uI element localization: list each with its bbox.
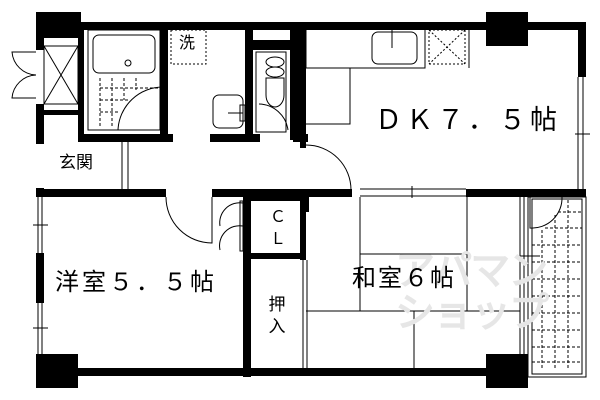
room-label-japanese-room: 和室６帖	[352, 264, 456, 292]
watermark: アパマン ショップ	[395, 248, 549, 336]
room-label-western-room: 洋室５．５帖	[55, 268, 217, 296]
room-label-oshiire: 押 入	[266, 294, 288, 338]
room-label-dk: ＤＫ７．５帖	[375, 105, 561, 136]
closet-label-line-1: Ｃ	[269, 207, 286, 226]
room-label-entrance: 玄関	[59, 153, 93, 173]
room-label-closet: Ｃ Ｌ	[268, 206, 288, 250]
oshiire-label-line-2: 入	[268, 317, 286, 337]
watermark-line-1: アパマン	[395, 248, 548, 294]
walls	[36, 12, 586, 388]
oshiire-label-line-1: 押	[268, 295, 286, 315]
room-label-washing: 洗	[179, 33, 196, 52]
fixtures	[11, 29, 590, 378]
closet-label-line-2: Ｌ	[269, 229, 286, 248]
watermark-line-2: ショップ	[395, 290, 549, 336]
